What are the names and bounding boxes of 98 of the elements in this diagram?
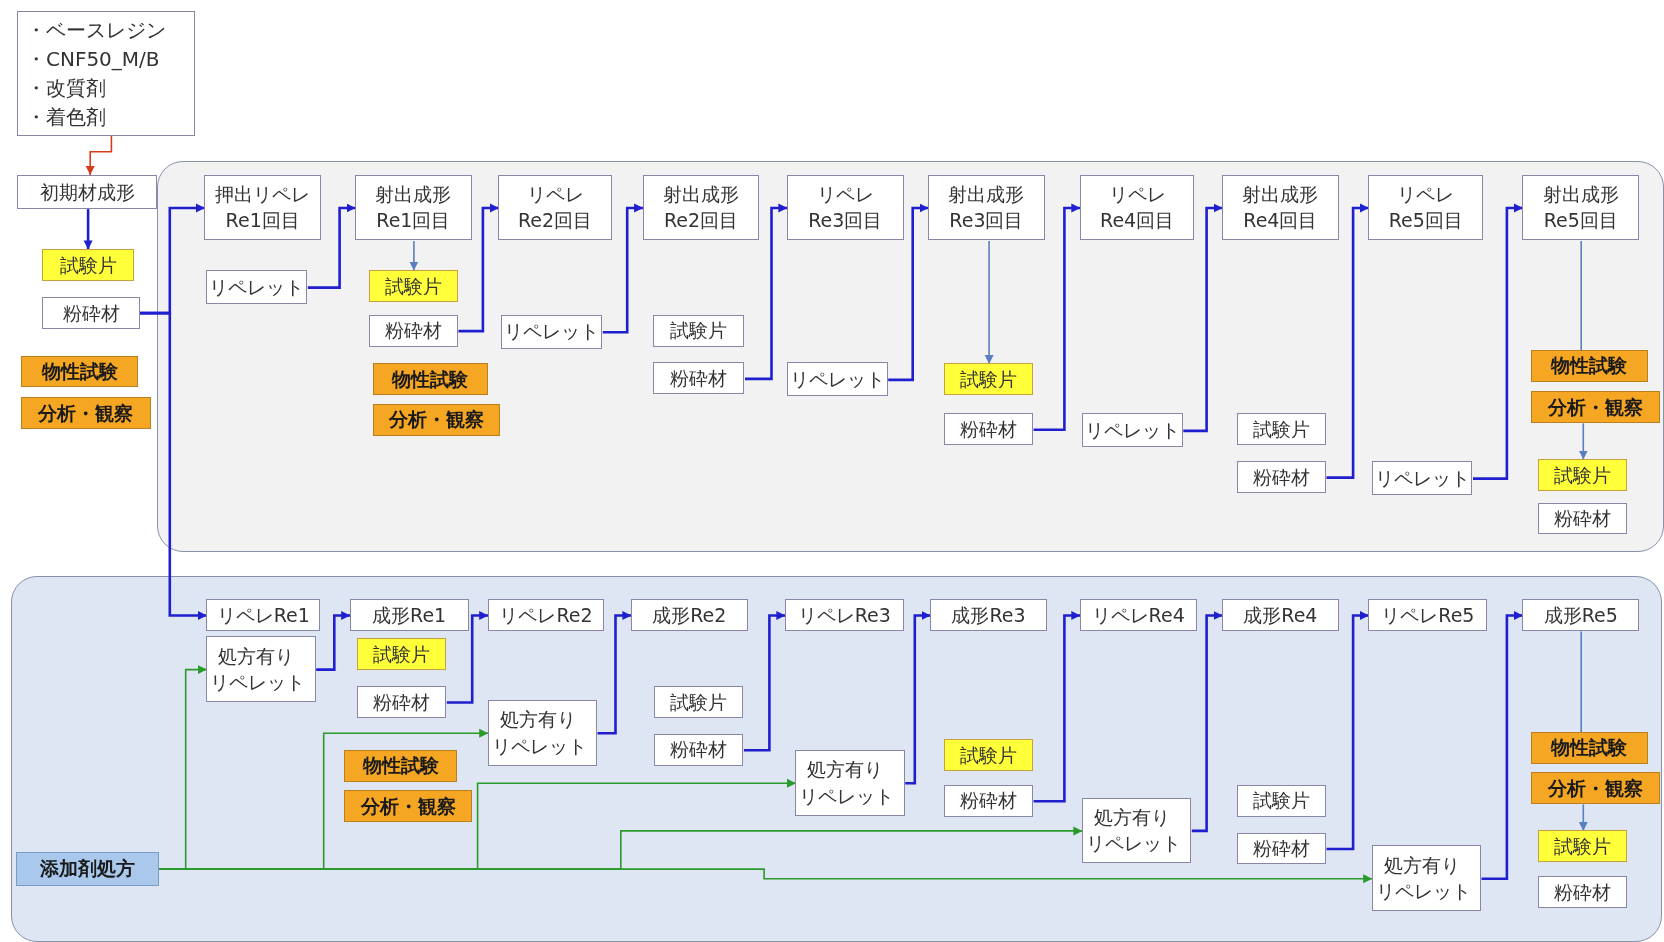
arrow bbox=[743, 611, 786, 752]
arrow bbox=[140, 311, 207, 620]
process-box: 射出成形Re5回目 bbox=[1522, 174, 1640, 241]
test-box: 物性試験 bbox=[1530, 731, 1648, 764]
process-box: 射出成形Re4回目 bbox=[1222, 174, 1339, 241]
process-box: リペレット bbox=[1081, 413, 1183, 448]
highlighted-box: 試験片 bbox=[1538, 459, 1628, 491]
highlighted-box: 試験片 bbox=[1538, 830, 1628, 863]
process-box: 粉砕材 bbox=[944, 784, 1034, 817]
arrow bbox=[307, 203, 356, 289]
list-item: ・着色剤 bbox=[25, 103, 107, 131]
process-box: 粉砕材 bbox=[653, 362, 745, 395]
process-box: 初期材成形 bbox=[16, 175, 158, 210]
process-box: 処方有りリペレット bbox=[1081, 797, 1192, 864]
arrow bbox=[1183, 203, 1223, 433]
arrow bbox=[458, 203, 499, 333]
highlighted-box: 試験片 bbox=[42, 249, 134, 282]
process-box: 成形Re3 bbox=[930, 599, 1047, 631]
ingredient-list-box bbox=[16, 10, 196, 136]
process-box: リペレRe4回目 bbox=[1079, 174, 1195, 241]
arrow bbox=[1033, 203, 1081, 432]
arrow bbox=[745, 203, 788, 381]
list-item: ・改質剤 bbox=[25, 74, 107, 102]
test-box: 分析・観察 bbox=[1530, 391, 1661, 423]
test-box: 物性試験 bbox=[1530, 349, 1648, 382]
test-box: 分析・観察 bbox=[373, 403, 501, 436]
process-box: 処方有りリペレット bbox=[487, 699, 597, 766]
connector-line bbox=[1580, 630, 1582, 733]
process-box: 成形Re4 bbox=[1222, 599, 1339, 631]
arrow bbox=[83, 209, 93, 250]
process-box: リペレット bbox=[786, 362, 888, 397]
process-box: リペレット bbox=[501, 314, 603, 349]
arrow bbox=[409, 240, 419, 272]
highlighted-box: 試験片 bbox=[944, 739, 1034, 771]
process-box: 射出成形Re2回目 bbox=[642, 174, 760, 241]
arrow bbox=[597, 611, 632, 735]
arrow bbox=[602, 203, 644, 334]
process-box: 粉砕材 bbox=[357, 686, 447, 718]
process-box: 試験片 bbox=[654, 686, 744, 718]
process-box: 成形Re2 bbox=[630, 599, 748, 631]
process-box: 粉砕材 bbox=[654, 733, 744, 766]
input-box: 添加剤処方 bbox=[16, 851, 159, 886]
process-box: 粉砕材 bbox=[943, 413, 1034, 446]
process-box: 粉砕材 bbox=[1538, 876, 1628, 908]
arrow bbox=[1033, 611, 1081, 803]
process-box: 押出リペレRe1回目 bbox=[204, 174, 322, 241]
arrow bbox=[1473, 203, 1523, 480]
process-box: リペレRe2 bbox=[487, 599, 605, 631]
process-box: 粉砕材 bbox=[1236, 832, 1326, 865]
test-box: 物性試験 bbox=[344, 749, 457, 782]
process-box: リペレRe3 bbox=[784, 599, 904, 631]
arrow bbox=[1578, 422, 1588, 461]
connector-line bbox=[1580, 240, 1582, 351]
process-box: 粉砕材 bbox=[42, 297, 141, 329]
process-box: 処方有りリペレット bbox=[206, 636, 316, 702]
process-box: 射出成形Re1回目 bbox=[355, 174, 472, 241]
rounded-panel bbox=[157, 161, 1664, 552]
process-box: 粉砕材 bbox=[1236, 461, 1326, 493]
test-box: 分析・観察 bbox=[21, 396, 151, 429]
process-box: 処方有りリペレット bbox=[795, 749, 905, 816]
arrow bbox=[446, 611, 489, 704]
process-box: 試験片 bbox=[1236, 413, 1326, 446]
process-box: 射出成形Re3回目 bbox=[928, 174, 1045, 241]
list-item: ・CNF50_M/B bbox=[25, 45, 161, 73]
process-box: 処方有りリペレット bbox=[1371, 845, 1481, 912]
process-box: 成形Re5 bbox=[1522, 599, 1640, 631]
highlighted-box: 試験片 bbox=[368, 270, 458, 302]
test-box: 物性試験 bbox=[21, 355, 138, 388]
process-box: 試験片 bbox=[1236, 784, 1326, 817]
arrow bbox=[1326, 611, 1369, 851]
rounded-panel bbox=[10, 576, 1662, 942]
process-box: リペレット bbox=[206, 270, 308, 305]
arrow bbox=[85, 135, 113, 176]
process-box: リペレRe1 bbox=[206, 599, 320, 631]
process-box: リペレRe2回目 bbox=[498, 174, 612, 241]
process-box: 粉砕材 bbox=[1538, 502, 1628, 535]
process-box: リペレット bbox=[1371, 461, 1473, 496]
arrow bbox=[1326, 203, 1369, 479]
process-box: リペレRe3回目 bbox=[786, 174, 904, 241]
process-box: 成形Re1 bbox=[349, 599, 469, 631]
process-box: リペレRe5回目 bbox=[1368, 174, 1484, 241]
process-box: 試験片 bbox=[653, 314, 745, 347]
test-box: 物性試験 bbox=[373, 363, 488, 396]
arrow bbox=[1191, 611, 1223, 833]
process-box: リペレRe5 bbox=[1368, 599, 1488, 631]
list-item: ・ベースレジン bbox=[25, 16, 167, 44]
process-box: 粉砕材 bbox=[368, 314, 458, 347]
arrow bbox=[316, 611, 351, 671]
arrow bbox=[888, 203, 929, 382]
arrow bbox=[1578, 803, 1588, 832]
test-box: 分析・観察 bbox=[344, 790, 472, 822]
highlighted-box: 試験片 bbox=[357, 638, 447, 671]
process-box: リペレRe4 bbox=[1079, 599, 1197, 631]
arrow bbox=[1481, 611, 1523, 880]
arrow bbox=[984, 240, 994, 365]
arrow bbox=[905, 611, 931, 785]
test-box: 分析・観察 bbox=[1530, 772, 1661, 804]
highlighted-box: 試験片 bbox=[943, 363, 1034, 396]
